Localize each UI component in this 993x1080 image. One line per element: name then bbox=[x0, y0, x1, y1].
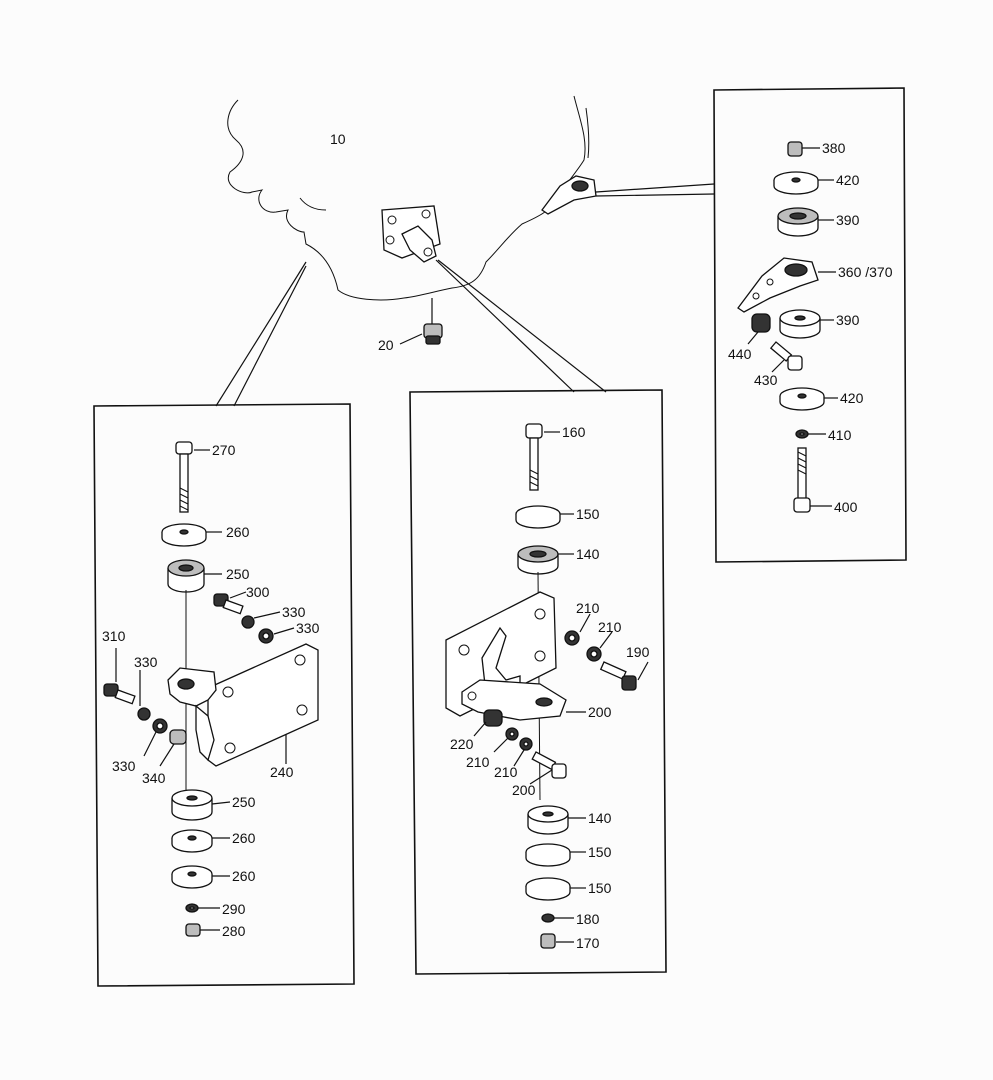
label-drain-plug: 20 bbox=[378, 337, 394, 353]
label-390-bottom: 390 bbox=[836, 312, 860, 328]
label-430: 430 bbox=[754, 372, 778, 388]
label-310: 310 bbox=[102, 628, 126, 644]
label-330-b: 330 bbox=[296, 620, 320, 636]
label-engine: 10 bbox=[330, 131, 346, 147]
label-330-c: 330 bbox=[134, 654, 158, 670]
engine-outline bbox=[227, 95, 590, 301]
label-290: 290 bbox=[222, 901, 246, 917]
middle-mount-box bbox=[409, 389, 667, 975]
label-150-mid: 150 bbox=[588, 844, 612, 860]
label-280: 280 bbox=[222, 923, 246, 939]
label-250-top: 250 bbox=[226, 566, 250, 582]
label-160: 160 bbox=[562, 424, 586, 440]
label-260-top: 260 bbox=[226, 524, 250, 540]
label-260-mid: 260 bbox=[232, 830, 256, 846]
label-140-bottom: 140 bbox=[588, 810, 612, 826]
label-400: 400 bbox=[834, 499, 858, 515]
label-340: 340 bbox=[142, 770, 166, 786]
label-330-a: 330 bbox=[282, 604, 306, 620]
label-300: 300 bbox=[246, 584, 270, 600]
label-220: 220 bbox=[450, 736, 474, 752]
engine-bracket-right bbox=[541, 175, 597, 215]
label-380: 380 bbox=[822, 140, 846, 156]
label-210-d: 210 bbox=[494, 764, 518, 780]
label-330-d: 330 bbox=[112, 758, 136, 774]
label-200-bracket: 200 bbox=[588, 704, 612, 720]
bolt-270 bbox=[175, 441, 193, 513]
label-170: 170 bbox=[576, 935, 600, 951]
label-260-bottom: 260 bbox=[232, 868, 256, 884]
label-270: 270 bbox=[212, 442, 236, 458]
label-440: 440 bbox=[728, 346, 752, 362]
label-150-bottom: 150 bbox=[588, 880, 612, 896]
label-200-bolt: 200 bbox=[512, 782, 536, 798]
right-mount-box bbox=[713, 87, 907, 563]
label-190: 190 bbox=[626, 644, 650, 660]
box-leader-lines bbox=[215, 183, 715, 407]
label-420-bottom: 420 bbox=[840, 390, 864, 406]
label-390-top: 390 bbox=[836, 212, 860, 228]
label-180: 180 bbox=[576, 911, 600, 927]
drain-plug bbox=[399, 298, 443, 345]
label-240: 240 bbox=[270, 764, 294, 780]
label-210-c: 210 bbox=[466, 754, 490, 770]
label-360-370: 360 /370 bbox=[838, 264, 893, 280]
label-250-bottom: 250 bbox=[232, 794, 256, 810]
label-210-b: 210 bbox=[598, 619, 622, 635]
left-mount-box bbox=[93, 403, 355, 987]
engine-bracket-center bbox=[381, 205, 441, 263]
label-150-top: 150 bbox=[576, 506, 600, 522]
label-420-top: 420 bbox=[836, 172, 860, 188]
label-410: 410 bbox=[828, 427, 852, 443]
label-140-top: 140 bbox=[576, 546, 600, 562]
label-210-a: 210 bbox=[576, 600, 600, 616]
